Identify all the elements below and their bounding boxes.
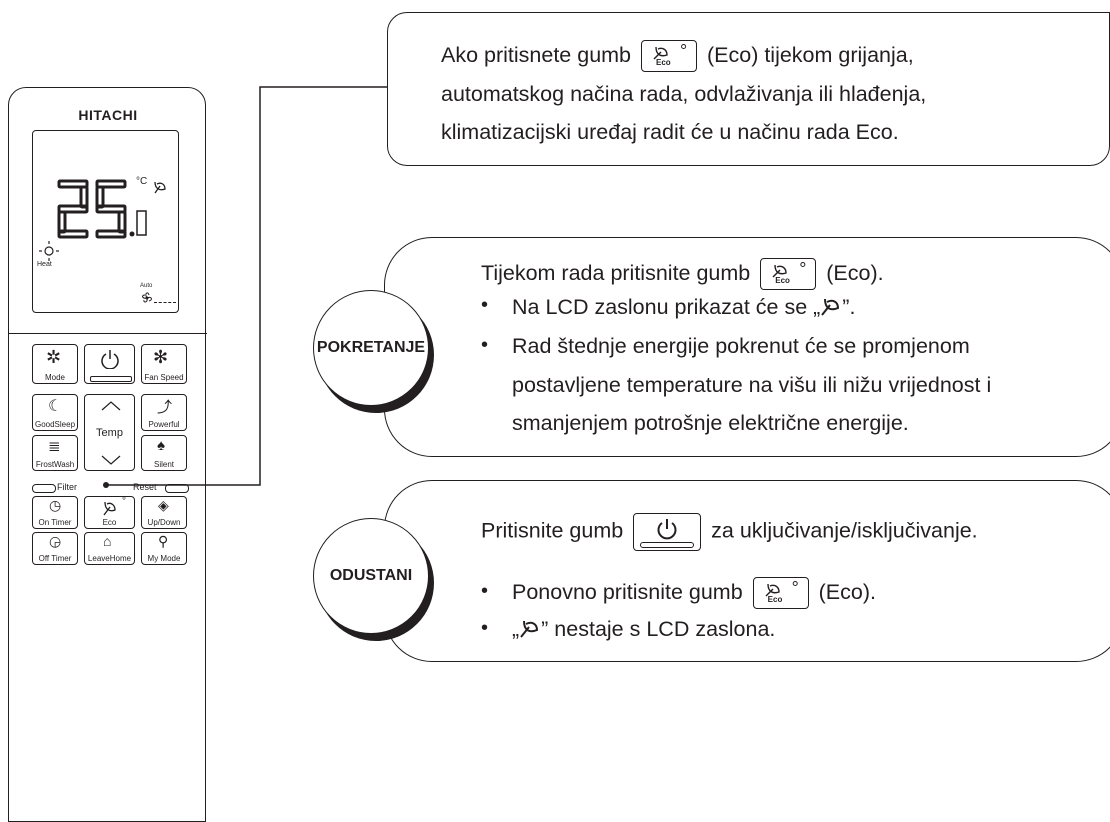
bullet: • xyxy=(481,334,489,356)
power-key-icon xyxy=(633,513,702,551)
good-sleep-button[interactable]: ☾ GoodSleep xyxy=(32,394,78,431)
bullet: • xyxy=(481,580,489,602)
start-bullet1: Na LCD zaslonu prikazat će se „”. xyxy=(512,295,856,319)
eco-leaf-icon xyxy=(154,181,166,194)
bullet: • xyxy=(481,617,489,639)
brand-logo: HITACHI xyxy=(78,107,138,123)
powerful-label: Powerful xyxy=(148,420,180,429)
up-down-button[interactable]: ◈ Up/Down xyxy=(141,496,187,529)
clock-icon: ◶ xyxy=(49,533,62,549)
moon-icon: ☾ xyxy=(48,398,63,415)
mode-button[interactable]: ✲ Mode xyxy=(32,344,78,384)
eco-leaf-icon xyxy=(821,298,840,316)
leave-home-label: LeaveHome xyxy=(87,554,132,563)
good-sleep-label: GoodSleep xyxy=(34,420,76,429)
my-mode-label: My Mode xyxy=(147,554,181,563)
mode-icon: ✲ xyxy=(46,347,62,367)
fan-speed-button-label: Fan Speed xyxy=(144,373,184,382)
cancel-line1: Pritisnite gumb za uključivanje/isključi… xyxy=(481,513,978,551)
off-timer-label: Off Timer xyxy=(38,554,72,563)
powerful-button[interactable]: ⤴ Powerful xyxy=(141,394,187,431)
reset-label: Reset xyxy=(133,482,157,492)
temp-unit: °C xyxy=(136,176,148,187)
swing-icon: ◈ xyxy=(158,497,169,513)
eco-label: Eco xyxy=(102,518,117,527)
off-timer-button[interactable]: ◶ Off Timer xyxy=(32,532,78,565)
leave-home-button[interactable]: ⌂ LeaveHome xyxy=(84,532,135,565)
mode-label: Heat xyxy=(37,261,52,268)
frost-wash-icon: ≣ xyxy=(48,438,61,455)
temp-rocker[interactable]: Temp xyxy=(84,394,135,471)
fan-icon: ✻ xyxy=(153,347,169,367)
temp-down-icon xyxy=(101,455,121,465)
my-mode-button[interactable]: ⚲ My Mode xyxy=(141,532,187,565)
mode-button-label: Mode xyxy=(44,373,65,382)
temperature-digits xyxy=(57,179,147,239)
temp-label: Temp xyxy=(96,427,123,439)
temp-up-icon xyxy=(101,401,121,411)
eco-leaf-icon xyxy=(520,620,539,638)
fan-mode-label: Auto xyxy=(140,283,153,289)
fan-icon xyxy=(142,292,152,303)
bullet: • xyxy=(481,294,489,316)
fan-level-bar xyxy=(154,302,176,303)
lcd-display: °C Heat Auto xyxy=(32,130,179,313)
cancel-bullet2: „” nestaje s LCD zaslona. xyxy=(512,617,776,641)
eco-key-icon: Eco ° xyxy=(752,577,809,610)
fan-speed-button[interactable]: ✻ Fan Speed xyxy=(141,344,187,384)
on-timer-label: On Timer xyxy=(38,518,72,527)
cancel-badge: ODUSTANI xyxy=(313,518,429,634)
silent-button[interactable]: ♠ Silent xyxy=(141,435,187,471)
remote-control: HITACHI °C xyxy=(8,87,207,822)
power-icon xyxy=(101,350,119,369)
start-bullet2-line1: Rad štednje energije pokrenut će se prom… xyxy=(512,334,970,358)
home-icon: ⌂ xyxy=(103,533,112,549)
divider xyxy=(9,333,207,334)
frost-wash-label: FrostWash xyxy=(35,460,75,469)
on-timer-button[interactable]: ◷ On Timer xyxy=(32,496,78,529)
powerful-icon: ⤴ xyxy=(157,399,173,416)
silent-label: Silent xyxy=(153,460,174,469)
start-badge: POKRETANJE xyxy=(313,290,429,406)
eco-leaf-icon xyxy=(103,501,116,516)
start-bullet2-line2: postavljene temperature na višu ili nižu… xyxy=(512,373,992,397)
eco-key-icon: Eco ° xyxy=(641,40,697,73)
filter-label: Filter xyxy=(57,482,77,492)
leader-line xyxy=(103,86,387,488)
top-callout-line3: klimatizacijski uređaj radit će u načinu… xyxy=(441,120,899,144)
silent-icon: ♠ xyxy=(157,437,165,454)
start-line1: Tijekom rada pritisnite gumb Eco ° (Eco)… xyxy=(481,257,884,291)
frost-wash-button[interactable]: ≣ FrostWash xyxy=(32,435,78,471)
top-callout-line1: Ako pritisnete gumb Eco ° (Eco) tijekom … xyxy=(441,39,914,73)
person-icon: ⚲ xyxy=(158,533,169,549)
power-button[interactable] xyxy=(84,344,135,384)
filter-button[interactable] xyxy=(32,484,56,493)
eco-key-icon: Eco ° xyxy=(760,258,817,291)
sun-icon xyxy=(39,241,59,261)
eco-button[interactable]: ° Eco xyxy=(84,496,135,529)
top-callout-line2: automatskog načina rada, odvlaživanja il… xyxy=(441,82,927,106)
up-down-label: Up/Down xyxy=(147,518,181,527)
cancel-bullet1: Ponovno pritisnite gumb Eco ° (Eco). xyxy=(512,576,876,610)
clock-icon: ◷ xyxy=(49,497,62,513)
start-bullet2-line3: smanjenjem potrošnje električne energije… xyxy=(512,411,909,435)
